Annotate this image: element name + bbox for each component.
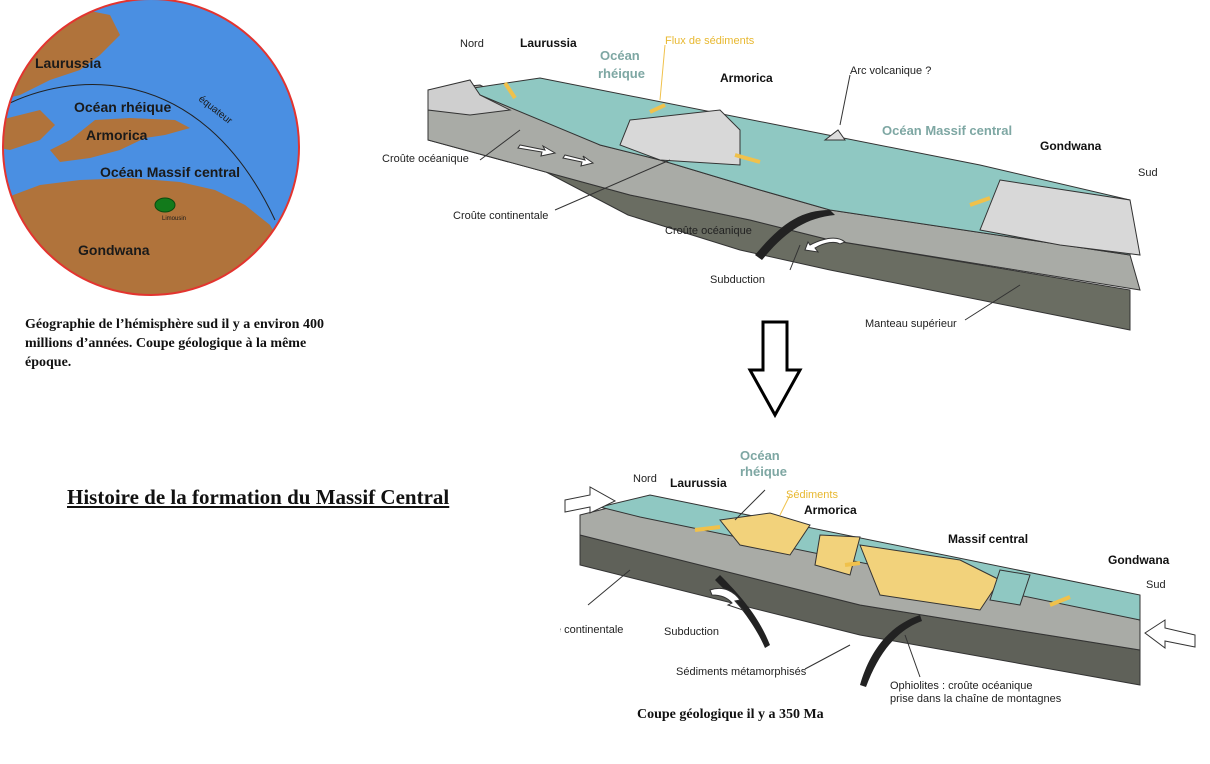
s350-label-ocean-rheique-1: Océan xyxy=(740,448,780,463)
s400-label-armorica: Armorica xyxy=(720,71,773,85)
caption-350: Coupe géologique il y a 350 Ma xyxy=(637,707,824,722)
globe-label-ocean-rheique: Océan rhéique xyxy=(74,99,171,115)
globe-label-ocean-massif-central: Océan Massif central xyxy=(100,164,240,180)
s350-label-croute-continentale: Croûte continentale xyxy=(560,624,623,636)
s350-label-ophiolites-1: Ophiolites : croûte océanique xyxy=(890,680,1032,692)
s400-label-flux-sediments: Flux de sédiments xyxy=(665,35,755,47)
section-400-ma: Nord Laurussia Océan rhéique Flux de séd… xyxy=(382,35,1158,331)
s400-label-gondwana: Gondwana xyxy=(1040,139,1102,153)
s400-label-ocean-rheique-1: Océan xyxy=(600,48,640,63)
s400-label-nord: Nord xyxy=(460,38,484,50)
s350-label-ocean-rheique-2: rhéique xyxy=(740,464,787,479)
s350-label-gondwana: Gondwana xyxy=(1108,553,1170,567)
s350-label-sediments-metamorphises: Sédiments métamorphisés xyxy=(676,666,807,678)
s400-label-ocean-massif-central: Océan Massif central xyxy=(882,123,1012,138)
s400-label-manteau-superieur: Manteau supérieur xyxy=(865,318,957,330)
globe-label-laurussia: Laurussia xyxy=(35,55,101,71)
globe-label-gondwana: Gondwana xyxy=(78,242,150,258)
s400-label-croute-oceanique-left: Croûte océanique xyxy=(382,153,469,165)
s400-label-subduction: Subduction xyxy=(710,274,765,286)
s350-label-nord: Nord xyxy=(633,473,657,485)
caption-globe: Géographie de l’hémisphère sud il y a en… xyxy=(25,317,324,370)
globe-label-limousin: Limousin xyxy=(162,216,186,222)
s350-label-sediments: Sédiments xyxy=(786,489,838,501)
s400-label-laurussia: Laurussia xyxy=(520,36,577,50)
s350-label-ophiolites-2: prise dans la chaîne de montagnes xyxy=(890,693,1062,705)
limousin-marker xyxy=(154,197,176,213)
s350-label-armorica: Armorica xyxy=(804,503,857,517)
section-350-ma: Nord Laurussia Océan rhéique Sédiments A… xyxy=(560,448,1196,705)
s350-label-sud: Sud xyxy=(1146,579,1166,591)
s400-label-croute-oceanique-mid: Croûte océanique xyxy=(665,225,752,237)
s400-label-sud: Sud xyxy=(1138,167,1158,179)
s400-label-arc-volcanique: Arc volcanique ? xyxy=(850,65,931,77)
s350-label-laurussia: Laurussia xyxy=(670,476,727,490)
s400-label-croute-continentale: Croûte continentale xyxy=(453,210,548,222)
s350-label-massif-central: Massif central xyxy=(948,532,1028,546)
globe-label-armorica: Armorica xyxy=(86,127,148,143)
s400-label-ocean-rheique-2: rhéique xyxy=(598,66,645,81)
s350-label-subduction: Subduction xyxy=(664,626,719,638)
main-title: Histoire de la formation du Massif Centr… xyxy=(67,485,450,509)
transition-arrow xyxy=(747,320,803,419)
globe-map: Laurussia Océan rhéique équateur Armoric… xyxy=(2,0,300,296)
